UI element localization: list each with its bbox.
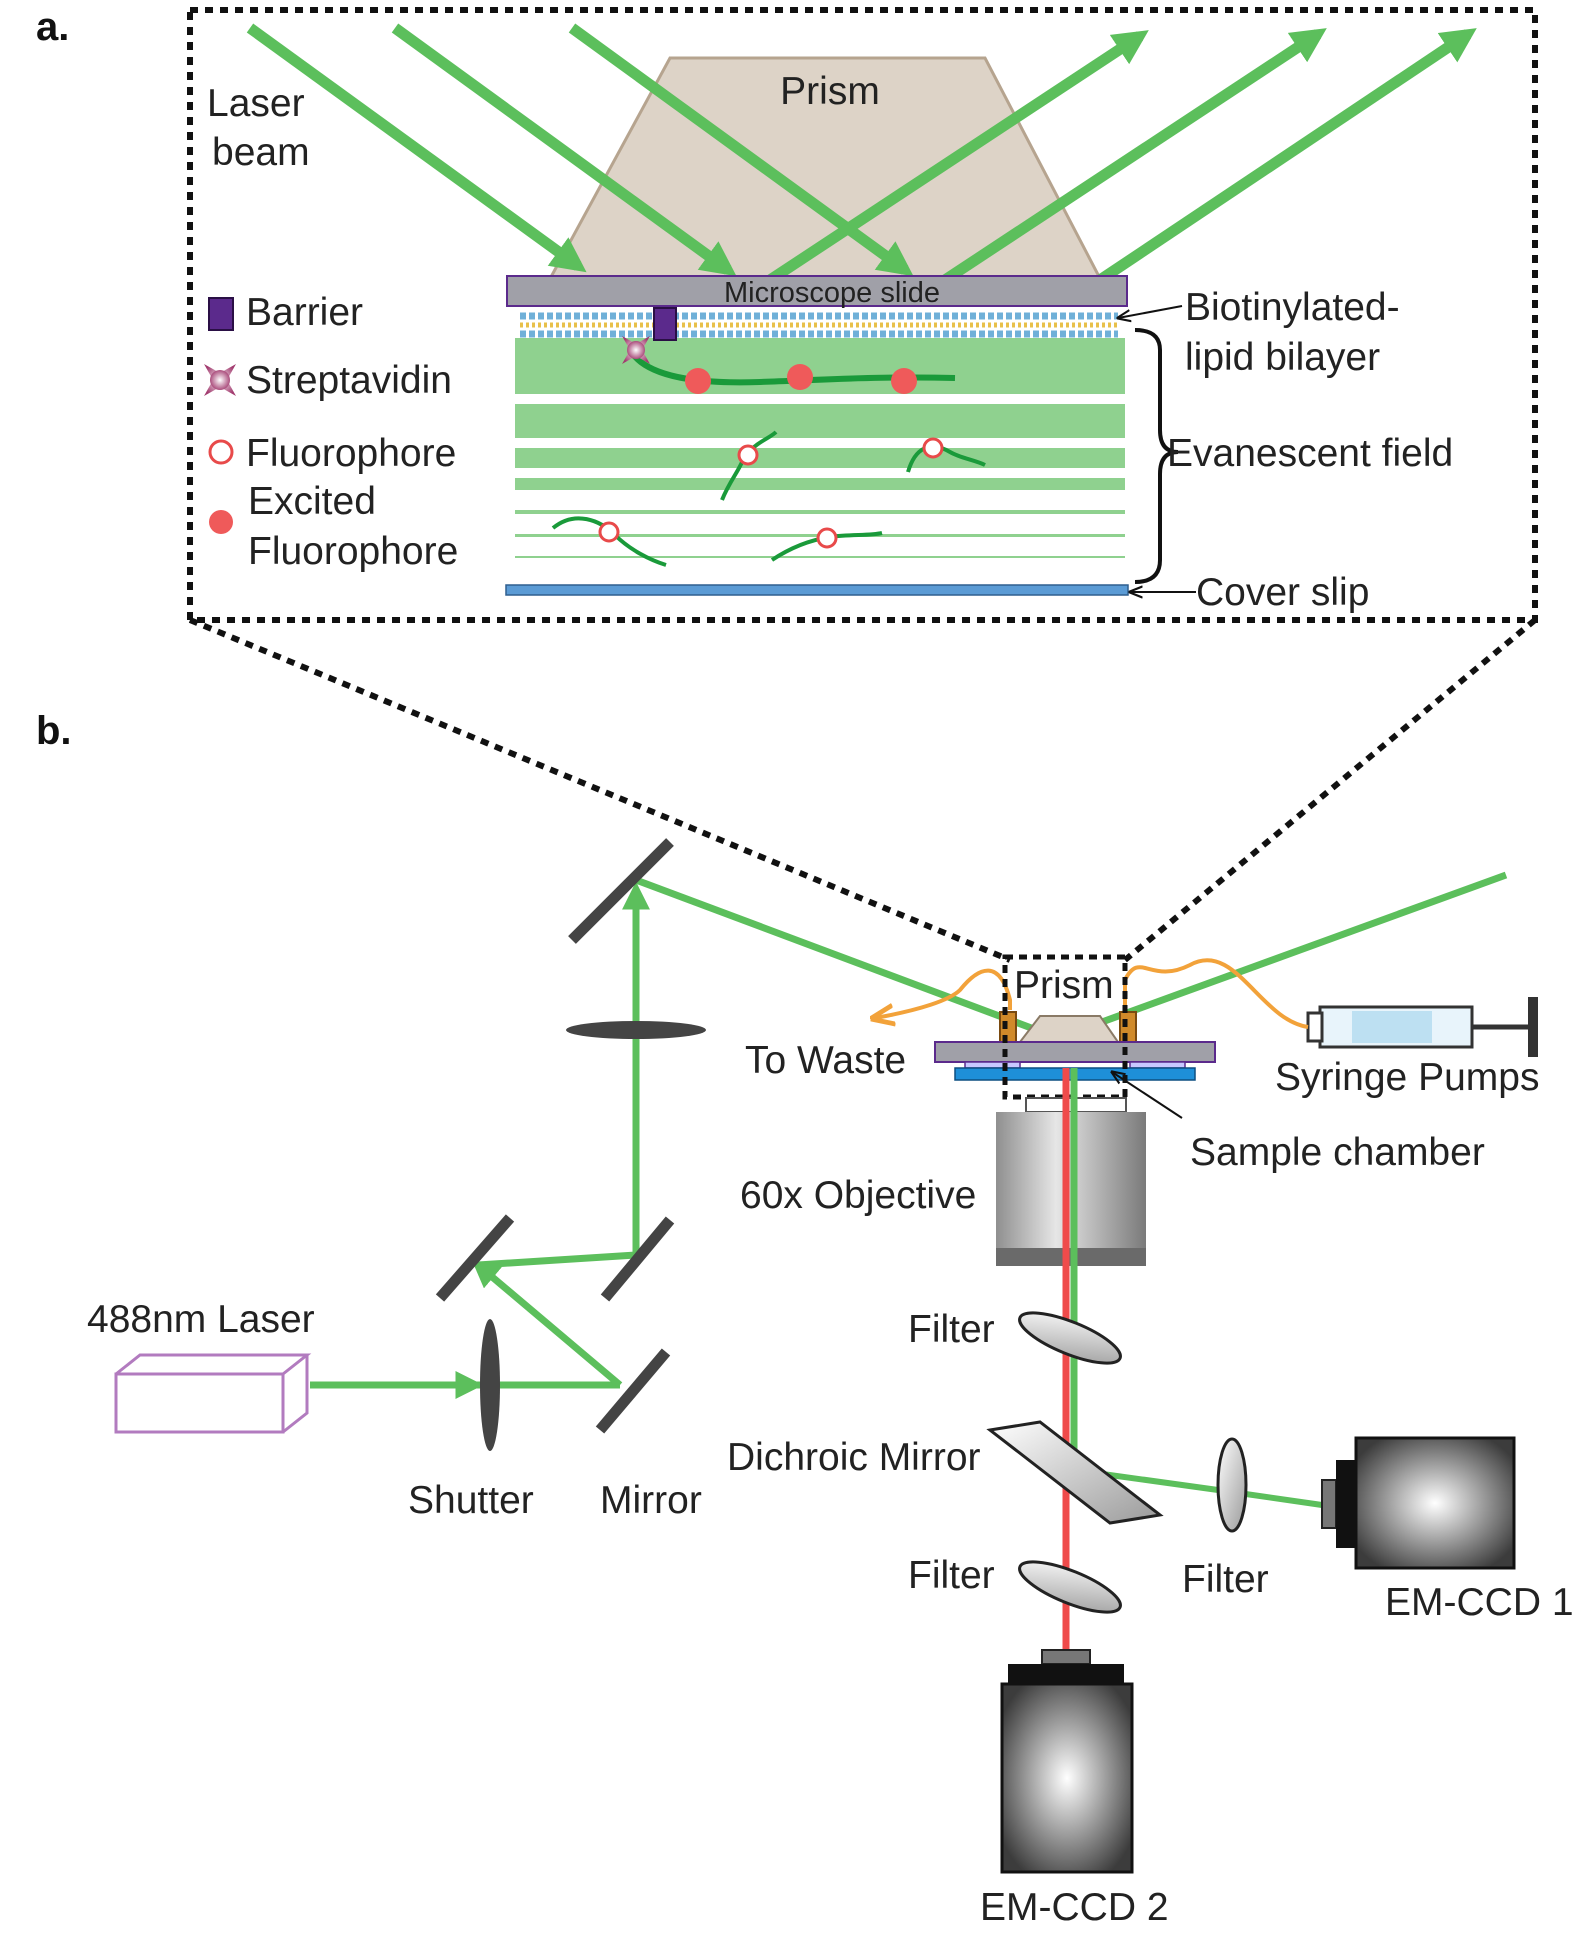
filter-right: [1216, 1437, 1248, 1533]
sample-chamber-pointer: [1112, 1072, 1183, 1119]
zoom-line-right: [1123, 617, 1537, 963]
prism-b: [1017, 1015, 1120, 1043]
laser-488-label: 488nm Laser: [87, 1298, 315, 1341]
ccd1-label: EM-CCD 1: [1385, 1581, 1574, 1624]
inlet-port-right: [1119, 1011, 1137, 1043]
to-waste-label: To Waste: [745, 1039, 906, 1082]
inlet-port-left: [999, 1011, 1017, 1043]
mirror-2: [435, 1214, 515, 1302]
legend-barrier-label: Barrier: [246, 291, 363, 334]
syringe-pumps-label: Syringe Pumps: [1275, 1056, 1539, 1099]
mirror-3: [600, 1216, 675, 1302]
mirror-4: [568, 838, 674, 944]
microscope-slide-b: [934, 1041, 1216, 1063]
em-ccd-2: [1000, 1649, 1134, 1874]
reflected-laser-beams: [766, 28, 1477, 285]
biotinylated-label-2: lipid bilayer: [1185, 336, 1380, 379]
panel-a-inset-border: [187, 7, 1538, 623]
zoom-line-left: [188, 617, 1012, 963]
em-ccd-1: [1321, 1436, 1516, 1570]
spacer-right: [1129, 1061, 1186, 1069]
mirrors: [435, 838, 675, 1434]
cover-slip-label: Cover slip: [1196, 571, 1369, 614]
laser-beam-label-1: Laser: [207, 82, 305, 125]
panel-a-label: a.: [36, 5, 69, 49]
filter-bottom: [1018, 1560, 1122, 1614]
fluorophore-3: [598, 521, 620, 543]
focusing-lens: [566, 1021, 706, 1039]
mirror-label: Mirror: [600, 1479, 702, 1522]
barrier-a: [653, 307, 677, 341]
legend-fluorophore-label: Fluorophore: [246, 432, 456, 475]
filter-bottom-label: Filter: [908, 1554, 995, 1597]
microscope-slide-label: Microscope slide: [724, 277, 940, 309]
laser-beam-out-1: [766, 30, 1149, 285]
legend-excited-label-1: Excited: [248, 480, 376, 523]
dichroic-label: Dichroic Mirror: [727, 1436, 981, 1479]
laser-beam-in-2: [391, 23, 737, 277]
legend-excited-swatch: [209, 510, 233, 534]
laser-beam-in-1: [246, 23, 587, 273]
sample-chamber-label: Sample chamber: [1190, 1131, 1485, 1174]
fluorophore-2: [922, 437, 944, 459]
fluorophore-1: [737, 444, 759, 466]
free-fluorophores: [598, 437, 944, 549]
shutter: [480, 1319, 500, 1451]
legend-barrier-swatch: [208, 297, 234, 331]
evanescent-brace: [1134, 328, 1179, 584]
laser-beam-out-3: [1096, 28, 1477, 285]
legend-excited-label-2: Fluorophore: [248, 530, 458, 573]
legend-streptavidin-label: Streptavidin: [246, 359, 452, 402]
excited-fluorophore-1: [685, 368, 711, 394]
panel-b-label: b.: [36, 709, 72, 753]
prism-label-a: Prism: [780, 70, 880, 113]
legend-fluorophore-swatch: [208, 439, 234, 465]
laser-488-box: [114, 1353, 312, 1434]
excited-fluorophore-2: [787, 364, 813, 390]
prism-label-b: Prism: [1014, 964, 1114, 1007]
fluorophore-4: [816, 527, 838, 549]
laser-beam-out-2: [941, 28, 1327, 285]
waste-tubing: [875, 968, 1012, 1018]
biotinylated-label-1: Biotinylated-: [1185, 286, 1400, 329]
filter-top-label: Filter: [908, 1308, 995, 1351]
shutter-label: Shutter: [408, 1479, 534, 1522]
bilayer-pointer: [1118, 305, 1183, 318]
filter-top: [1018, 1311, 1122, 1365]
streptavidin-a: [622, 336, 650, 364]
legend-streptavidin-swatch: [204, 364, 236, 396]
ccd2-label: EM-CCD 2: [980, 1886, 1169, 1929]
excited-fluorophore-3: [891, 368, 917, 394]
lipid-bilayer: [520, 312, 1118, 338]
syringe-pump: [1306, 997, 1538, 1057]
mirror-1: [595, 1348, 671, 1434]
objective-label: 60x Objective: [740, 1174, 976, 1217]
inlet-tubing: [1123, 958, 1309, 1029]
evanescent-field-label: Evanescent field: [1167, 432, 1453, 475]
spacer-left: [964, 1061, 1021, 1069]
laser-beam-label-2: beam: [212, 131, 310, 174]
cover-slip-a: [505, 584, 1129, 596]
zoom-box: [1002, 954, 1128, 1100]
microscope-slide: [506, 275, 1128, 307]
dichroic-mirror: [986, 1420, 1164, 1525]
filter-right-label: Filter: [1182, 1558, 1269, 1601]
